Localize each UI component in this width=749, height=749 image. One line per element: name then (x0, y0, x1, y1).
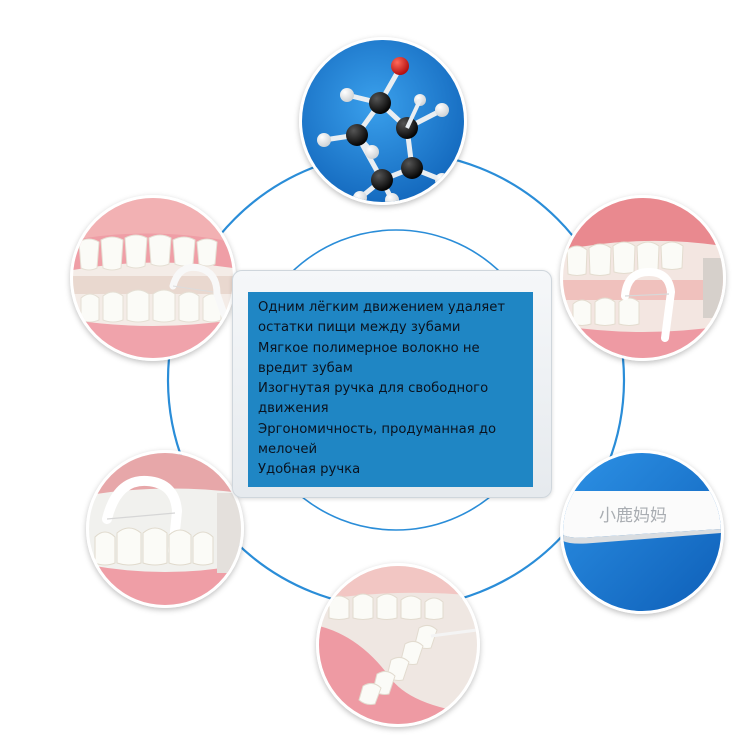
feature-list: Одним лёгким движением удаляет остатки п… (258, 298, 528, 481)
photo-floss-pick-front-teeth (86, 450, 244, 608)
photo-molecule-model (299, 37, 467, 205)
feature-item: Удобная ручка (258, 462, 361, 478)
photo-floss-pick-between-teeth-right (560, 195, 726, 361)
feature-panel (248, 292, 533, 487)
feature-item: Изогнутая ручка для свободного движения (258, 381, 489, 417)
photo-floss-pick-handle: 小鹿妈妈 (560, 450, 724, 614)
photo-lower-jaw-floss (316, 563, 480, 727)
feature-item: Эргономичность, продуманная до мелочей (258, 421, 497, 458)
brand-mark: 小鹿妈妈 (599, 506, 667, 526)
photo-floss-pick-on-denture-left (70, 195, 236, 361)
feature-item: Мягкое полимерное волокно не вредит зуба… (258, 340, 480, 376)
feature-item: Одним лёгким движением удаляет остатки п… (258, 300, 506, 336)
